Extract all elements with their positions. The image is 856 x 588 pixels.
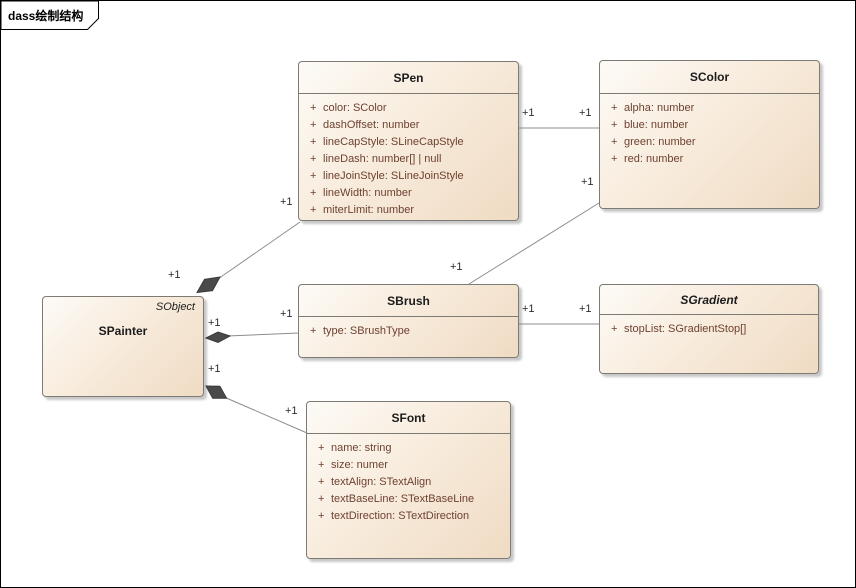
- multiplicity-label: +1: [168, 269, 181, 281]
- attribute-row: +lineDash: number[] | null: [310, 153, 442, 165]
- attribute-row: +type: SBrushType: [310, 325, 410, 337]
- attribute-row: +blue: number: [611, 119, 689, 131]
- class-title: SPen: [299, 62, 518, 94]
- parent-classifier-label: SObject: [155, 301, 195, 313]
- frame-tab: dass绘制结构: [1, 1, 121, 41]
- multiplicity-label: +1: [280, 308, 293, 320]
- attribute-row: +lineWidth: number: [310, 187, 412, 199]
- attribute-list: +alpha: number +blue: number +green: num…: [600, 94, 819, 168]
- attribute-list: +stopList: SGradientStop[]: [600, 315, 818, 338]
- multiplicity-label: +1: [581, 176, 594, 188]
- connector-spainter-sbrush[interactable]: [226, 332, 300, 337]
- attribute-row: +green: number: [611, 136, 696, 148]
- multiplicity-label: +1: [208, 317, 221, 329]
- composition-diamond-spen[interactable]: [196, 276, 221, 294]
- attribute-row: +name: string: [318, 442, 392, 454]
- class-title: SGradient: [600, 285, 818, 315]
- class-box-scolor[interactable]: SColor +alpha: number +blue: number +gre…: [599, 60, 820, 209]
- attribute-row: +textAlign: STextAlign: [318, 476, 432, 488]
- class-box-sgradient[interactable]: SGradient +stopList: SGradientStop[]: [599, 284, 819, 374]
- class-box-spainter[interactable]: SObject SPainter: [42, 296, 204, 397]
- class-title: SColor: [600, 61, 819, 94]
- class-title: SPainter: [98, 324, 148, 338]
- attribute-row: +lineCapStyle: SLineCapStyle: [310, 136, 464, 148]
- attribute-row: +dashOffset: number: [310, 119, 420, 131]
- connector-spainter-spen[interactable]: [214, 221, 301, 282]
- class-box-sfont[interactable]: SFont +name: string +size: numer +textAl…: [306, 401, 511, 559]
- attribute-row: +textBaseLine: STextBaseLine: [318, 493, 475, 505]
- frame-tab-shape: [1, 1, 99, 30]
- attribute-row: +textDirection: STextDirection: [318, 510, 470, 522]
- multiplicity-label: +1: [579, 107, 592, 119]
- attribute-row: +stopList: SGradientStop[]: [611, 323, 747, 335]
- frame-label: dass绘制结构: [8, 9, 84, 23]
- class-box-sbrush[interactable]: SBrush +type: SBrushType: [298, 284, 519, 358]
- multiplicity-label: +1: [579, 303, 592, 315]
- multiplicity-label: +1: [450, 261, 463, 273]
- multiplicity-label: +1: [522, 107, 535, 119]
- attribute-list: +type: SBrushType: [299, 317, 518, 340]
- attribute-row: +alpha: number: [611, 102, 695, 114]
- class-title: SFont: [307, 402, 510, 434]
- multiplicity-label: +1: [522, 303, 535, 315]
- attribute-row: +lineJoinStyle: SLineJoinStyle: [310, 170, 464, 182]
- attribute-list: +color: SColor +dashOffset: number +line…: [299, 94, 518, 219]
- attribute-row: +miterLimit: number: [310, 204, 415, 216]
- class-box-spen[interactable]: SPen +color: SColor +dashOffset: number …: [298, 61, 519, 221]
- multiplicity-label: +1: [208, 363, 221, 375]
- attribute-row: +size: numer: [318, 459, 388, 471]
- class-title: SBrush: [299, 285, 518, 317]
- multiplicity-label: +1: [285, 405, 298, 417]
- multiplicity-label: +1: [280, 196, 293, 208]
- composition-diamond-sbrush[interactable]: [204, 331, 232, 344]
- attribute-row: +red: number: [611, 153, 684, 165]
- attribute-list: +name: string +size: numer +textAlign: S…: [307, 434, 510, 525]
- attribute-row: +color: SColor: [310, 102, 387, 114]
- composition-diamond-sfont[interactable]: [205, 385, 228, 399]
